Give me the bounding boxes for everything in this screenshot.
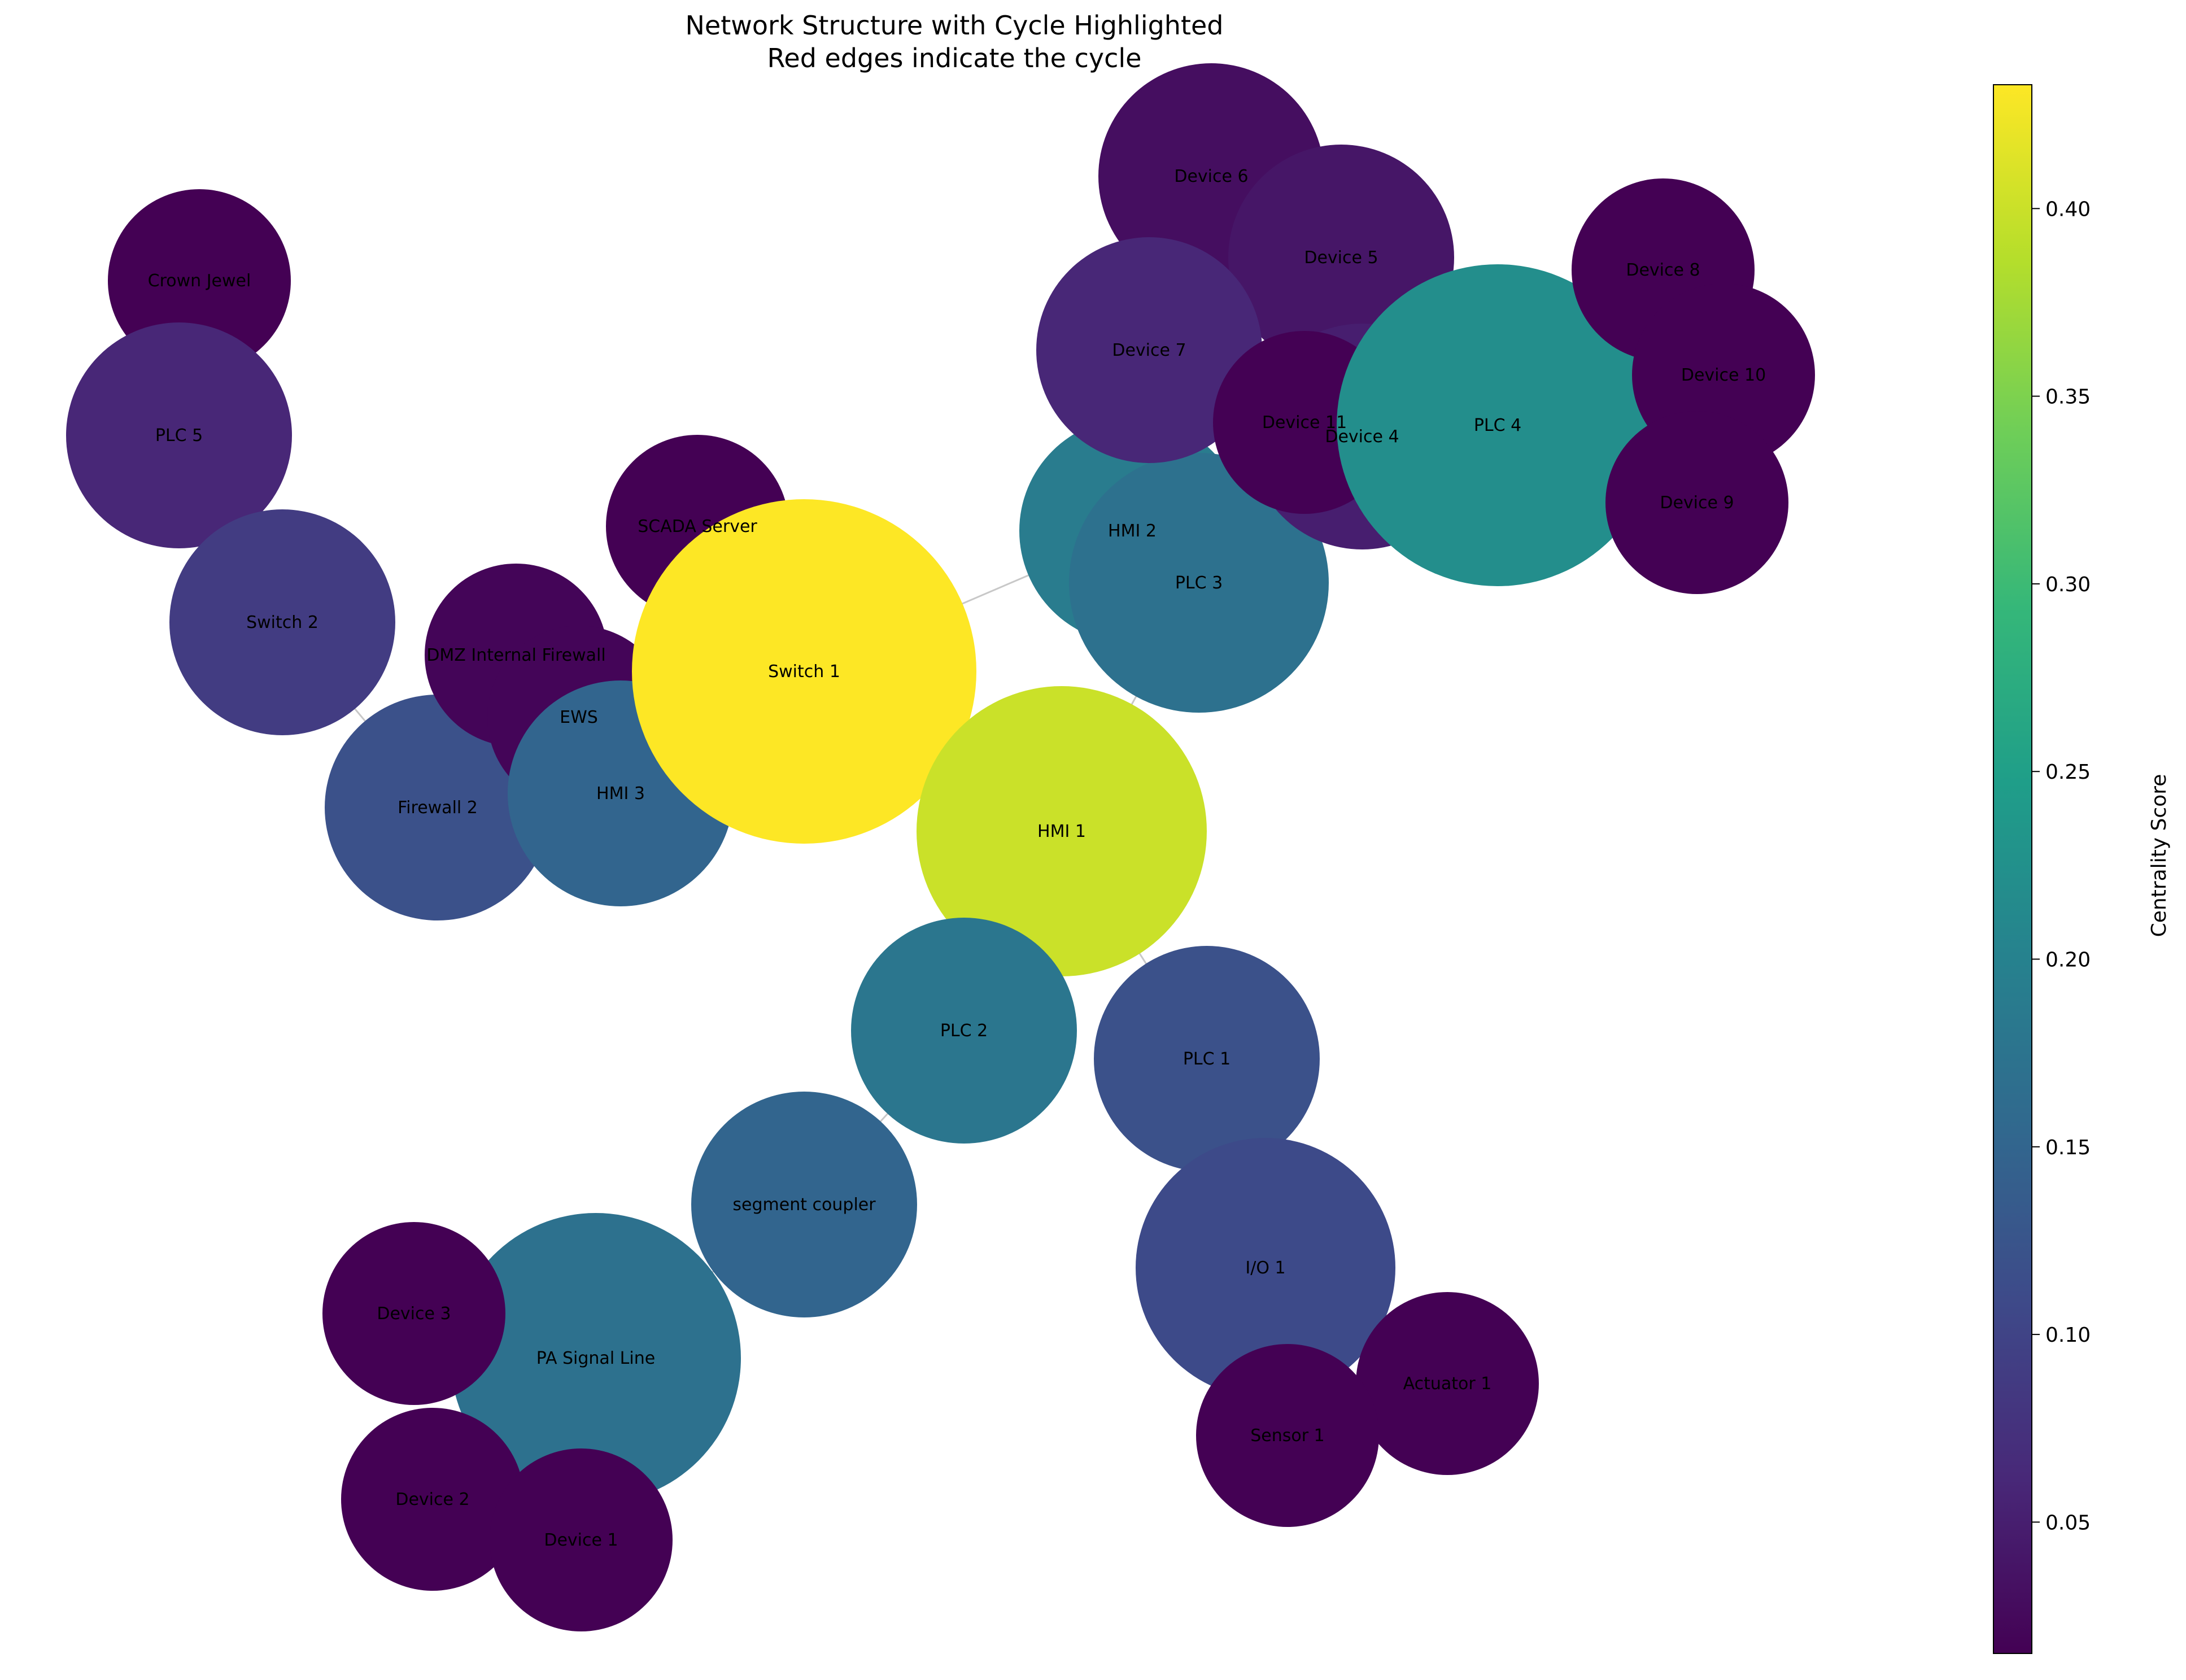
node-label-sensor-1: Sensor 1 (1250, 1426, 1324, 1446)
node-label-device-4: Device 4 (1325, 427, 1399, 447)
node-label-device-11: Device 11 (1262, 413, 1347, 433)
node-label-ews: EWS (560, 708, 598, 727)
node-label-segment-coupler: segment coupler (732, 1195, 876, 1215)
colorbar-tick-label: 0.40 (2045, 198, 2091, 221)
node-label-hmi-2: HMI 2 (1108, 521, 1157, 541)
node-label-plc-3: PLC 3 (1175, 573, 1223, 593)
node-label-device-10: Device 10 (1681, 365, 1766, 385)
node-label-device-2: Device 2 (395, 1490, 469, 1509)
colorbar-gradient (1993, 84, 2032, 1654)
node-label-switch-2: Switch 2 (246, 613, 318, 632)
colorbar-tick-label: 0.30 (2045, 573, 2091, 596)
node-label-actuator-1: Actuator 1 (1403, 1374, 1492, 1394)
colorbar-tick-label: 0.25 (2045, 761, 2091, 784)
node-plc-1[interactable] (1094, 946, 1320, 1172)
node-io-1[interactable] (1136, 1138, 1395, 1398)
node-label-device-9: Device 9 (1660, 493, 1734, 513)
node-label-io-1: I/O 1 (1245, 1258, 1285, 1278)
colorbar-tick-label: 0.35 (2045, 386, 2091, 409)
node-device-7[interactable] (1036, 237, 1262, 463)
node-pa-signal-line[interactable] (451, 1213, 741, 1503)
colorbar: 0.05 0.10 0.15 0.20 0.25 0.30 0.35 0.40 Central… (1993, 84, 2171, 1654)
node-label-switch-1: Switch 1 (768, 662, 840, 682)
node-actuator-1[interactable] (1356, 1292, 1539, 1475)
node-label-device-3: Device 3 (377, 1304, 451, 1324)
node-label-crown-jewel: Crown Jewel (148, 271, 251, 291)
title-line-1: Network Structure with Cycle Highlighted (685, 10, 1224, 41)
node-plc-3[interactable] (1069, 453, 1329, 713)
colorbar-tick-label: 0.15 (2045, 1136, 2091, 1159)
node-device-1[interactable] (490, 1448, 673, 1631)
node-label-plc-1: PLC 1 (1183, 1049, 1231, 1069)
node-label-device-8: Device 8 (1626, 260, 1700, 280)
node-segment-coupler[interactable] (691, 1092, 917, 1317)
node-plc-4[interactable] (1337, 264, 1659, 586)
node-label-dmz-internal-firewall: DMZ Internal Firewall (426, 645, 605, 665)
node-label-scada-server: SCADA Server (638, 517, 757, 536)
node-label-plc-2: PLC 2 (940, 1021, 988, 1041)
node-label-plc-5: PLC 5 (155, 426, 203, 446)
node-label-device-6: Device 6 (1174, 167, 1248, 186)
node-label-plc-4: PLC 4 (1474, 416, 1521, 435)
colorbar-tick-label: 0.20 (2045, 949, 2091, 972)
node-hmi-1[interactable] (917, 686, 1207, 976)
node-label-device-1: Device 1 (544, 1530, 618, 1550)
title-line-2: Red edges indicate the cycle (767, 43, 1142, 73)
node-label-firewall-2: Firewall 2 (398, 798, 478, 818)
node-sensor-1[interactable] (1196, 1344, 1379, 1527)
node-device-3[interactable] (322, 1222, 505, 1405)
colorbar-tick-label: 0.05 (2045, 1511, 2091, 1534)
node-label-device-5: Device 5 (1304, 248, 1378, 268)
node-plc-2[interactable] (851, 918, 1077, 1144)
node-label-pa-signal-line: PA Signal Line (536, 1349, 655, 1368)
colorbar-tick-label: 0.10 (2045, 1324, 2091, 1347)
colorbar-label: Centrality Score (2148, 774, 2171, 937)
colorbar-ticks: 0.05 0.10 0.15 0.20 0.25 0.30 0.35 0.40 (2032, 198, 2091, 1534)
node-switch-1[interactable] (632, 499, 976, 844)
node-device-2[interactable] (341, 1408, 524, 1591)
node-device-9[interactable] (1605, 411, 1788, 594)
node-label-hmi-1: HMI 1 (1037, 822, 1086, 841)
node-label-hmi-3: HMI 3 (596, 784, 645, 804)
node-label-device-7: Device 7 (1112, 341, 1186, 360)
node-switch-2[interactable] (169, 509, 395, 735)
node-plc-5[interactable] (66, 322, 292, 548)
